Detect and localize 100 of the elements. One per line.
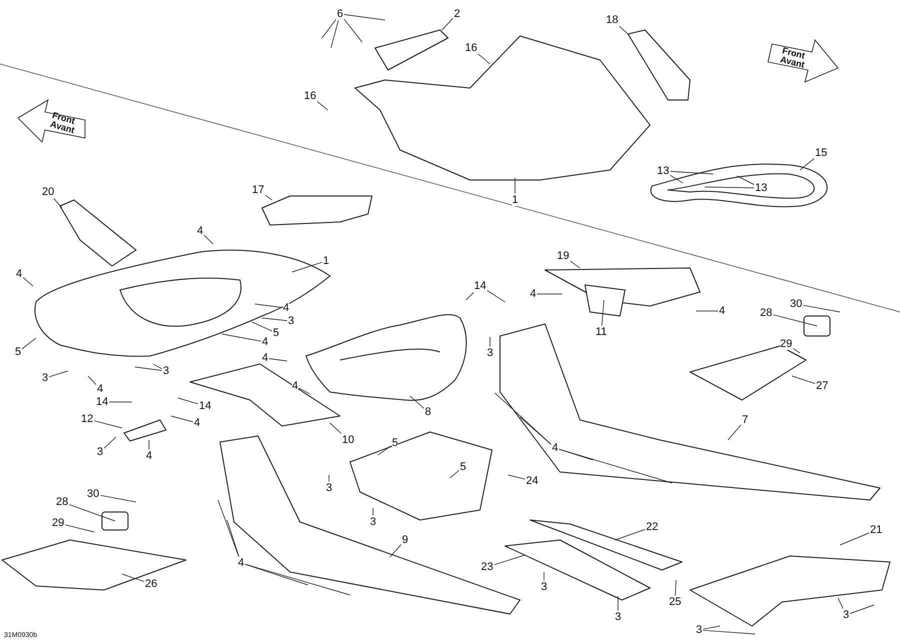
leader-line xyxy=(22,277,34,286)
callout-number: 1 xyxy=(512,194,518,206)
leader-line xyxy=(494,554,526,566)
leader-line xyxy=(134,366,162,371)
leader-line xyxy=(252,322,272,332)
leader-line xyxy=(792,376,816,384)
leader-line xyxy=(48,370,68,378)
callout-number: 21 xyxy=(870,524,882,536)
callout-number: 28 xyxy=(56,496,68,508)
callout-number: 24 xyxy=(526,476,538,486)
leader-line xyxy=(226,520,240,557)
callout-number: 4 xyxy=(719,306,726,316)
callout-number: 17 xyxy=(252,184,264,196)
leader-line xyxy=(330,422,342,434)
callout-number: 5 xyxy=(273,328,280,338)
callout-number: 14 xyxy=(474,280,486,292)
leader-line xyxy=(264,194,272,200)
leader-line xyxy=(262,318,288,321)
callout-number: 30 xyxy=(790,298,802,310)
leader-line xyxy=(328,474,330,482)
callout-number: 6 xyxy=(337,8,344,20)
leader-line xyxy=(344,18,362,42)
leader-line xyxy=(64,524,94,532)
leader-line xyxy=(614,529,646,540)
leader-line xyxy=(772,314,818,326)
leader-line xyxy=(410,396,424,409)
leader-line xyxy=(122,574,144,582)
leader-line xyxy=(850,604,874,614)
leader-line xyxy=(222,334,262,342)
leader-line xyxy=(494,392,552,445)
callout-number: 3 xyxy=(370,516,376,528)
callout-number: 10 xyxy=(342,434,354,446)
leader-line xyxy=(68,504,116,522)
leader-line xyxy=(152,364,162,370)
leader-line xyxy=(670,174,684,184)
callout-number: 1 xyxy=(323,256,330,266)
leader-line xyxy=(570,260,580,268)
leader-line xyxy=(94,420,122,428)
leader-line xyxy=(316,101,328,110)
callout-number: 5 xyxy=(15,346,22,358)
callout-number: 16 xyxy=(304,90,316,102)
leader-line xyxy=(514,178,516,194)
leader-line xyxy=(268,358,288,362)
callout-number: 29 xyxy=(52,518,64,528)
callout-number: 4 xyxy=(238,558,244,568)
leader-line xyxy=(378,446,392,456)
leader-line xyxy=(254,304,282,308)
leader-line xyxy=(478,54,490,64)
callout-number: 14 xyxy=(96,396,108,408)
leader-line xyxy=(618,26,628,34)
callout-number: 3 xyxy=(97,446,104,458)
callout-number: 7 xyxy=(742,414,748,426)
leader-line xyxy=(170,416,194,422)
callout-number: 4 xyxy=(292,380,298,392)
leader-line xyxy=(372,508,374,516)
leader-line xyxy=(344,14,386,20)
callout-number: 3 xyxy=(163,366,170,376)
leader-line xyxy=(53,198,62,208)
callout-number: 16 xyxy=(465,42,478,54)
callout-number: 4 xyxy=(552,442,558,454)
callout-number: 3 xyxy=(42,372,48,384)
callout-number: 4 xyxy=(262,352,268,364)
leader-line xyxy=(292,262,322,272)
callout-number: 22 xyxy=(646,522,658,532)
leader-line xyxy=(792,348,800,354)
leader-line xyxy=(218,500,240,557)
leader-line xyxy=(702,630,756,634)
callout-number: 23 xyxy=(481,562,494,572)
leader-line xyxy=(204,234,214,244)
callout-number: 4 xyxy=(194,418,200,428)
leader-line xyxy=(508,474,526,480)
leader-line xyxy=(558,448,672,484)
leader-line xyxy=(601,300,604,326)
leader-line xyxy=(702,626,720,630)
callout-number: 9 xyxy=(402,534,408,546)
leader-line xyxy=(322,19,336,38)
arrow-label: Avant xyxy=(779,55,806,70)
callout-number: 3 xyxy=(615,612,622,622)
leader-line xyxy=(675,580,676,596)
callout-number: 18 xyxy=(606,14,618,26)
leader-line xyxy=(466,292,474,300)
leader-line xyxy=(728,424,742,440)
leader-line xyxy=(244,564,350,596)
callout-number: 4 xyxy=(262,336,268,348)
leader-line xyxy=(450,470,460,478)
callout-number: 8 xyxy=(425,406,432,418)
leader-line xyxy=(88,376,96,385)
callout-number: 12 xyxy=(81,414,94,424)
leader-line xyxy=(838,598,844,609)
callout-number: 26 xyxy=(145,578,158,590)
callout-number: 3 xyxy=(696,624,702,636)
leader-line xyxy=(390,544,402,558)
callout-number: 3 xyxy=(843,610,850,620)
callout-number: 3 xyxy=(326,482,332,494)
callout-number: 4 xyxy=(146,450,152,462)
leader-line xyxy=(22,338,36,350)
callout-number: 13 xyxy=(657,166,670,176)
leader-line xyxy=(298,388,310,394)
leader-line xyxy=(100,494,136,502)
leader-line xyxy=(104,436,116,449)
